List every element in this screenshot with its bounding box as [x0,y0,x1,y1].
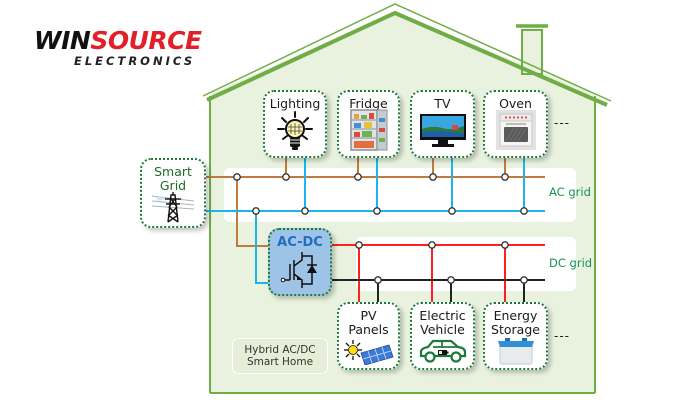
more-dc-devices-ellipsis: --- [554,329,570,343]
junction-node [520,276,528,284]
ac-grid-band [224,168,576,222]
igbt-transistor-icon [280,252,317,288]
dc-device-label-line2: Panels [348,322,389,337]
home-label-line2: Smart Home [246,356,314,368]
load-label: TV [434,96,451,111]
load-label: Lighting [269,96,321,111]
junction-node [282,173,290,181]
junction-node [429,173,437,181]
junction-nodes [233,173,528,284]
junction-node [354,173,362,181]
dc-device-label-line1: Electric [419,308,466,323]
smart-grid-label-line1: Smart [154,164,192,179]
junction-node [447,276,455,284]
power-tower-icon [151,192,195,223]
solar-panel-icon [343,340,394,365]
more-loads-ellipsis: --- [554,116,570,130]
load-label: Fridge [349,96,388,111]
ac-grid-label: AC grid [549,185,591,199]
junction-node [520,207,528,215]
dc-device-box-energy-storage: Energy Storage [483,302,548,370]
junction-node [252,207,260,215]
tv-icon [419,114,466,147]
ac-phase-wiring [200,158,545,247]
dc-grid-label: DC grid [549,256,593,270]
roof-inner [206,10,608,107]
logo-brand-source: SOURCE [90,26,202,55]
load-box-lighting: Lighting [263,90,327,158]
battery-icon [497,338,534,365]
junction-node [355,241,363,249]
smart-grid-label-line2: Grid [159,178,187,193]
electric-car-icon [419,339,466,363]
load-box-fridge: Fridge [337,90,400,158]
junction-node [233,173,241,181]
ac-dc-converter-box: AC-DC [268,228,332,296]
converter-label: AC-DC [277,235,323,250]
logo-subtitle: ELECTRONICS [74,54,196,68]
hybrid-smart-home-label: Hybrid AC/DC Smart Home [232,338,328,374]
junction-node [301,207,309,215]
load-box-oven: Oven [483,90,548,158]
fridge-icon [349,109,387,151]
roof-outer [202,3,612,102]
junction-node [373,207,381,215]
winsource-logo: WINSOURCE ELECTRONICS [34,26,234,69]
light-bulb-icon [277,111,313,150]
oven-icon [495,110,536,150]
dc-grid-band [356,237,576,291]
dc-device-box-pv-panels: PV Panels [337,302,400,370]
dc-device-label-line2: Vehicle [420,322,465,337]
junction-node [448,207,456,215]
junction-node [374,276,382,284]
home-label-line1: Hybrid AC/DC [244,344,316,356]
load-box-tv: TV [410,90,475,158]
dc-device-label-line2: Storage [491,322,540,337]
smart-grid-box: Smart Grid [140,158,206,228]
junction-node [501,241,509,249]
junction-node [428,241,436,249]
dc-device-label-line1: Energy [493,308,538,323]
logo-brand-win: WIN [34,26,91,55]
load-label: Oven [499,96,532,111]
dc-positive-wiring [330,244,545,303]
dc-device-label-line1: PV [360,308,377,323]
dc-device-box-electric-vehicle: Electric Vehicle [410,302,475,370]
junction-node [501,173,509,181]
